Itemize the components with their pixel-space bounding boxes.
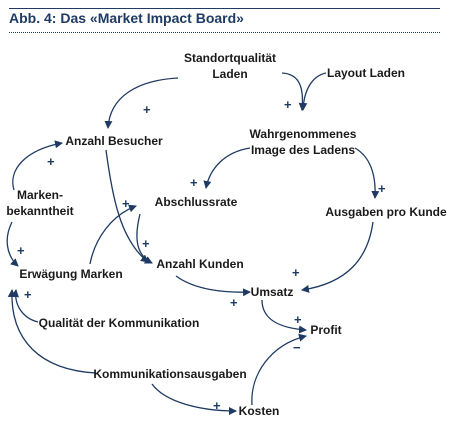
sign-layout-image: + bbox=[284, 97, 292, 112]
node-markenbekanntheit: Marken-bekanntheit bbox=[6, 188, 74, 218]
sign-marken-besucher: + bbox=[47, 154, 55, 169]
edge-kommunikation-erwaegung bbox=[7, 289, 97, 374]
sign-ausgaben-umsatz: + bbox=[292, 265, 300, 280]
edge-image-abschluss bbox=[203, 147, 251, 189]
node-ausgaben-pro-kunde: Ausgaben pro Kunde bbox=[325, 205, 447, 219]
edge-besucher-kunden bbox=[105, 149, 149, 263]
sign-standort-besucher: + bbox=[143, 102, 151, 117]
node-anzahl-kunden: Anzahl Kunden bbox=[156, 257, 244, 271]
node-anzahl-besucher: Anzahl Besucher bbox=[65, 134, 163, 148]
edge-standort-besucher bbox=[104, 77, 179, 129]
sign-abschluss-kunden: + bbox=[142, 236, 150, 251]
node-erwaegung-marken: Erwägung Marken bbox=[19, 267, 123, 281]
sign-qualitaet-erwaegung: + bbox=[24, 287, 32, 302]
sign-kunden-umsatz: + bbox=[230, 295, 238, 310]
node-umsatz: Umsatz bbox=[250, 285, 294, 299]
edge-abschluss-kunden bbox=[136, 213, 153, 264]
edge-qualitaet-erwaegung bbox=[11, 289, 39, 323]
edge-kosten-profit bbox=[251, 333, 307, 406]
edge-marken-erwaegung bbox=[6, 221, 19, 267]
edge-kommunikation-kosten bbox=[151, 383, 237, 415]
node-profit: Profit bbox=[310, 323, 342, 337]
figure-title: Abb. 4: Das «Market Impact Board» bbox=[9, 10, 244, 26]
sign-erwaegung-abschluss: + bbox=[122, 196, 130, 211]
edge-image-ausgaben bbox=[354, 147, 380, 199]
node-qualitaet-der-kommunikation: Qualität der Kommunikation bbox=[38, 316, 200, 330]
sign-umsatz-profit: + bbox=[294, 312, 302, 327]
edge-ausgaben-umsatz bbox=[301, 221, 374, 293]
sign-image-abschluss: + bbox=[190, 175, 198, 190]
title-top-rule bbox=[9, 8, 440, 9]
sign-kosten-profit: − bbox=[293, 340, 301, 355]
title-dotted-rule bbox=[9, 32, 440, 33]
edge-umsatz-profit bbox=[261, 299, 307, 334]
node-layout-laden: Layout Laden bbox=[326, 66, 406, 80]
edge-kunden-umsatz bbox=[175, 275, 251, 297]
node-kommunikationsausgaben: Kommunikationsausgaben bbox=[93, 367, 247, 381]
edge-layout-image bbox=[299, 72, 327, 111]
node-kosten: Kosten bbox=[238, 404, 280, 418]
edge-marken-besucher bbox=[12, 140, 63, 191]
sign-marken-erwaegung: + bbox=[17, 243, 25, 258]
sign-image-ausgaben: + bbox=[378, 181, 386, 196]
node-abschlussrate: Abschlussrate bbox=[154, 195, 238, 209]
sign-kommunikation-kosten: + bbox=[213, 398, 221, 413]
edge-erwaegung-abschluss bbox=[89, 204, 137, 265]
